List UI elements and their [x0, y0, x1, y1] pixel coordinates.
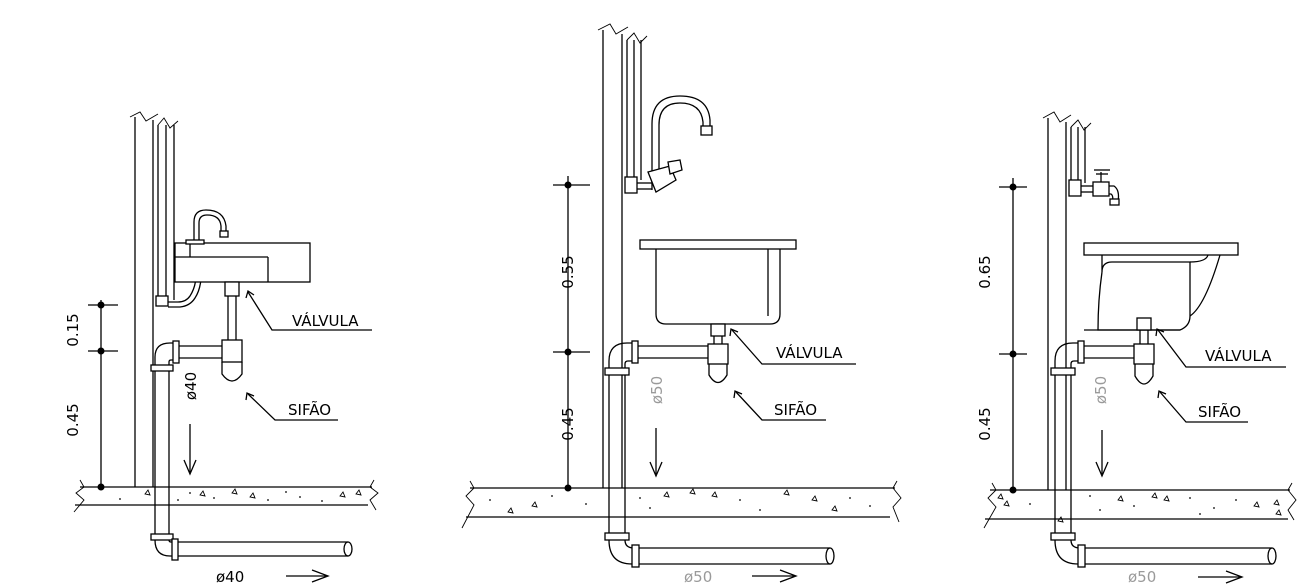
- drain-pipe-1: [150, 340, 353, 561]
- trap-label-1: SIFÃO: [288, 400, 331, 419]
- tap-3: [1092, 169, 1120, 206]
- leader-trap-3: [1157, 390, 1248, 423]
- drawing-tanque: 0.65 0.45 ø50 ø50 VÁLVULA SIFÃO: [976, 111, 1297, 585]
- leader-trap-2: [733, 390, 826, 421]
- valve-label-3: VÁLVULA: [1205, 346, 1272, 365]
- pipe-bottom-label-1: ø40: [216, 568, 244, 585]
- supply-pipe-3: [1068, 119, 1094, 197]
- flow-arrow-right-3: [1198, 570, 1244, 584]
- floor-slab-2: [461, 480, 902, 529]
- leader-valve-1: [245, 289, 372, 331]
- faucet-2: [647, 95, 713, 193]
- wall-2: [597, 23, 629, 488]
- drawing-pia: 0.55 0.45 ø50 ø50 VÁLVULA SIFÃO: [461, 23, 902, 585]
- drain-pipe-3: [1050, 340, 1277, 568]
- flow-arrow-right-2: [752, 569, 798, 583]
- flow-arrow-down-2: [649, 428, 663, 478]
- dimension-line-2: [553, 176, 590, 492]
- pipe-vertical-label-3: ø50: [1092, 376, 1110, 404]
- trap-label-3: SIFÃO: [1198, 402, 1241, 421]
- washbasin-1: [174, 242, 311, 283]
- valve-label-1: VÁLVULA: [292, 311, 359, 330]
- flow-arrow-down-1: [183, 424, 197, 476]
- drain-pipe-2: [604, 340, 835, 568]
- dim-upper-label-3: 0.65: [976, 255, 994, 288]
- flow-arrow-right-1: [286, 569, 330, 583]
- dim-upper-label-2: 0.55: [559, 255, 577, 288]
- faucet-1: [185, 209, 229, 245]
- floor-slab-1: [73, 479, 379, 513]
- dimension-line-3: [999, 178, 1027, 494]
- pipe-bottom-label-3: ø50: [1128, 568, 1156, 585]
- drain-valve-trap-3: [1084, 317, 1155, 385]
- supply-pipe-2: [624, 32, 652, 194]
- leader-valve-3: [1155, 328, 1286, 368]
- drawing-lavatorio: 0.15 0.45 ø40 ø40 VÁLVULA SIFÃO: [64, 111, 379, 585]
- kitchen-sink-2: [639, 239, 797, 325]
- dim-lower-label-1: 0.45: [64, 403, 82, 436]
- leader-valve-2: [729, 328, 856, 365]
- dimension-line-1: [88, 300, 118, 491]
- supply-pipe-1: [155, 117, 203, 308]
- leader-trap-1: [245, 392, 338, 421]
- wall-1: [129, 111, 159, 487]
- valve-label-2: VÁLVULA: [776, 343, 843, 362]
- pipe-vertical-label-2: ø50: [648, 376, 666, 404]
- drain-valve-trap-2: [638, 323, 729, 384]
- pipe-bottom-label-2: ø50: [684, 568, 712, 585]
- flow-arrow-down-3: [1095, 430, 1109, 478]
- laundry-tank-3: [1083, 242, 1239, 331]
- dim-lower-label-2: 0.45: [559, 407, 577, 440]
- floor-slab-3: [983, 482, 1297, 529]
- dim-upper-label-1: 0.15: [64, 313, 82, 346]
- drain-valve-trap-1: [176, 281, 243, 382]
- wall-3: [1042, 111, 1072, 490]
- dim-lower-label-3: 0.45: [976, 407, 994, 440]
- trap-label-2: SIFÃO: [774, 400, 817, 419]
- pipe-vertical-label-1: ø40: [182, 372, 200, 400]
